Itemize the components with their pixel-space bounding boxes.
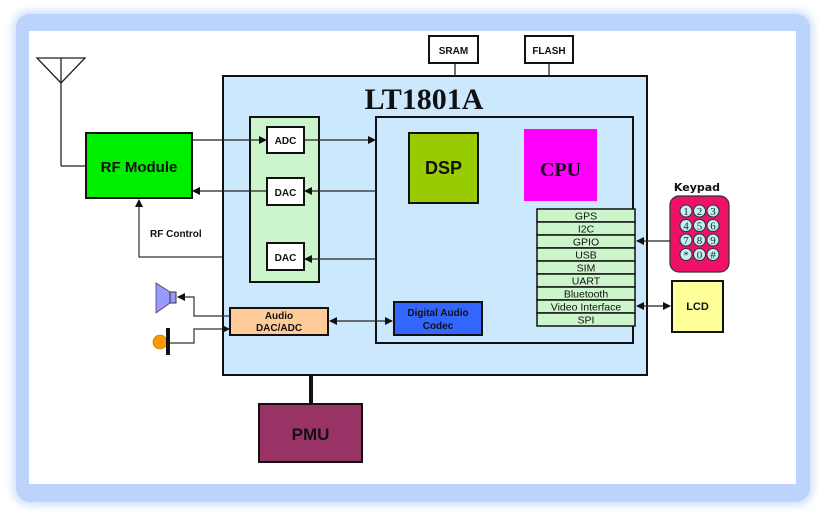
keypad-key-label: 8 — [697, 235, 703, 247]
keypad-key[interactable]: 4 — [679, 219, 693, 233]
interface-label: USB — [575, 250, 597, 262]
chip-title: LT1801A — [365, 83, 484, 116]
interface-label: Bluetooth — [564, 289, 609, 301]
keypad-key-label: 2 — [697, 206, 703, 218]
interface-label: GPS — [575, 211, 597, 223]
dac-rf-label: DAC — [275, 188, 297, 199]
codec-label-line1: Digital Audio — [407, 308, 468, 319]
interface-label: GPIO — [573, 237, 599, 249]
interface-row-gps[interactable]: GPS — [536, 208, 636, 223]
keypad-key[interactable]: 8 — [693, 233, 706, 247]
interface-label: Video Interface — [551, 302, 622, 314]
rf-module-label: RF Module — [101, 159, 178, 176]
keypad-key-label: 7 — [683, 235, 689, 247]
keypad-key[interactable]: 3 — [706, 204, 720, 218]
lcd-block[interactable]: LCD — [671, 280, 724, 333]
interface-row-usb[interactable]: USB — [536, 247, 636, 262]
codec-label-line2: Codec — [423, 321, 454, 332]
interface-row-sim[interactable]: SIM — [536, 260, 636, 275]
dac-control-label: DAC — [275, 253, 297, 264]
keypad-key[interactable]: 6 — [706, 219, 720, 233]
microphone-icon — [152, 328, 170, 355]
digital-audio-codec-block[interactable]: Digital Audio Codec — [393, 301, 483, 336]
keypad-key-label: 6 — [710, 221, 716, 233]
speaker-connection — [177, 293, 230, 317]
speaker-icon — [155, 282, 177, 314]
keypad-key-label: 0 — [697, 250, 703, 262]
lcd-label: LCD — [686, 301, 709, 313]
interface-row-gpio[interactable]: GPIO — [536, 234, 636, 249]
keypad-key[interactable]: 7 — [679, 233, 693, 247]
keypad-key[interactable]: * — [679, 248, 693, 262]
cpu-block[interactable]: CPU — [524, 129, 597, 201]
rf-control-connection: RF Control — [135, 199, 249, 258]
dac-control-block[interactable]: DAC — [266, 242, 305, 271]
keypad-key[interactable]: # — [706, 248, 720, 262]
sram-label: SRAM — [439, 46, 468, 57]
keypad-key-label: * — [683, 250, 689, 262]
adc-block[interactable]: ADC — [266, 126, 305, 154]
adc-label: ADC — [275, 136, 297, 147]
keypad-key[interactable]: 9 — [706, 233, 720, 247]
keypad-key-label: 4 — [683, 221, 689, 233]
audio-dac-adc-block[interactable]: Audio DAC/ADC — [229, 307, 329, 336]
flash-block[interactable]: FLASH — [524, 35, 574, 76]
keypad-key[interactable]: 5 — [693, 219, 706, 233]
interface-row-uart[interactable]: UART — [536, 273, 636, 288]
interface-row-bluetooth[interactable]: Bluetooth — [536, 286, 636, 301]
pmu-label: PMU — [292, 425, 330, 444]
keypad-label: Keypad — [674, 181, 720, 194]
keypad-key[interactable]: 1 — [679, 204, 693, 218]
keypad-key-label: 1 — [683, 206, 689, 218]
antenna-icon — [35, 57, 87, 167]
audio-label-line1: Audio — [265, 311, 293, 322]
flash-label: FLASH — [532, 46, 565, 57]
rf-control-label: RF Control — [150, 229, 202, 240]
interface-label: UART — [572, 276, 601, 288]
interface-row-spi[interactable]: SPI — [536, 312, 636, 327]
rf-signal-connections — [192, 136, 376, 263]
cpu-label: CPU — [540, 159, 581, 181]
keypad-key-label: 9 — [710, 235, 716, 247]
interface-label: SIM — [577, 263, 596, 275]
keypad-key-label: 5 — [697, 221, 703, 233]
keypad-key[interactable]: 2 — [693, 204, 706, 218]
dac-rf-block[interactable]: DAC — [266, 177, 305, 206]
dsp-block[interactable]: DSP — [408, 132, 479, 204]
interface-row-video-interface[interactable]: Video Interface — [536, 299, 636, 314]
audio-label-line2: DAC/ADC — [256, 323, 302, 334]
sram-block[interactable]: SRAM — [428, 35, 479, 76]
keypad-key-label: 3 — [710, 206, 716, 218]
keypad-key-label: # — [710, 250, 716, 262]
interface-label: SPI — [578, 315, 595, 327]
dsp-label: DSP — [425, 158, 462, 178]
rf-module-block[interactable]: RF Module — [85, 132, 193, 199]
interface-row-i2c[interactable]: I2C — [536, 221, 636, 236]
interface-label: I2C — [578, 224, 595, 236]
keypad-key[interactable]: 0 — [693, 248, 706, 262]
microphone-connection — [170, 325, 230, 344]
pmu-block[interactable]: PMU — [258, 375, 363, 463]
